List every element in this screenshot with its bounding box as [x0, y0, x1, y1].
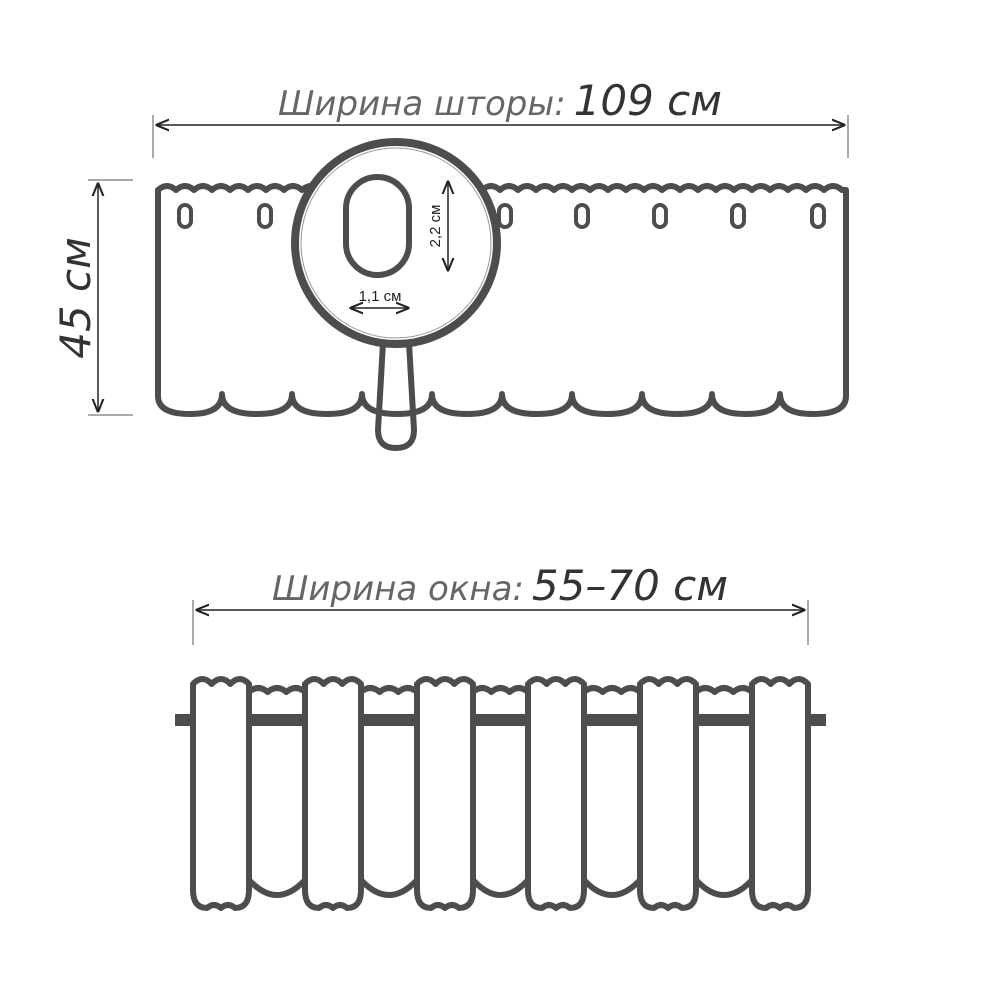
curtain-gap — [693, 685, 755, 898]
grommet-icon — [730, 203, 746, 229]
curtain-height-label: 45 см — [51, 237, 100, 359]
curtain-gap — [246, 685, 308, 898]
hung-curtain — [175, 676, 826, 911]
grommet-height-label: 2,2 см — [427, 205, 444, 248]
grommet-icon — [574, 203, 590, 229]
curtain-rod — [361, 714, 417, 726]
curtain-gap — [581, 685, 643, 898]
curtain-gap — [358, 685, 420, 898]
curtain-fold — [637, 676, 699, 911]
curtain-fold — [414, 676, 476, 911]
curtain-gap — [470, 685, 531, 898]
curtain-rod — [584, 714, 640, 726]
grommet-icon — [257, 203, 273, 229]
grommet-icon — [497, 203, 513, 229]
curtain-fold — [525, 676, 587, 911]
grommet-icon — [652, 203, 668, 229]
window-width-title: Ширина окна:55–70 см — [272, 561, 728, 610]
grommet-width-label: 1,1 см — [359, 288, 402, 305]
curtain-width-title: Ширина шторы:109 см — [278, 76, 722, 125]
magnifier-icon: 2,2 см 1,1 см — [291, 138, 501, 451]
curtain-rod — [473, 714, 528, 726]
grommet-zoomed — [343, 174, 412, 278]
curtain-fold — [302, 676, 364, 911]
grommet-icon — [810, 203, 826, 229]
curtain-fold — [749, 676, 811, 911]
grommet-icon — [177, 203, 193, 229]
curtain-rod — [696, 714, 752, 726]
curtain-fold — [190, 676, 252, 911]
curtain-rod — [249, 714, 305, 726]
grommets — [177, 203, 826, 229]
